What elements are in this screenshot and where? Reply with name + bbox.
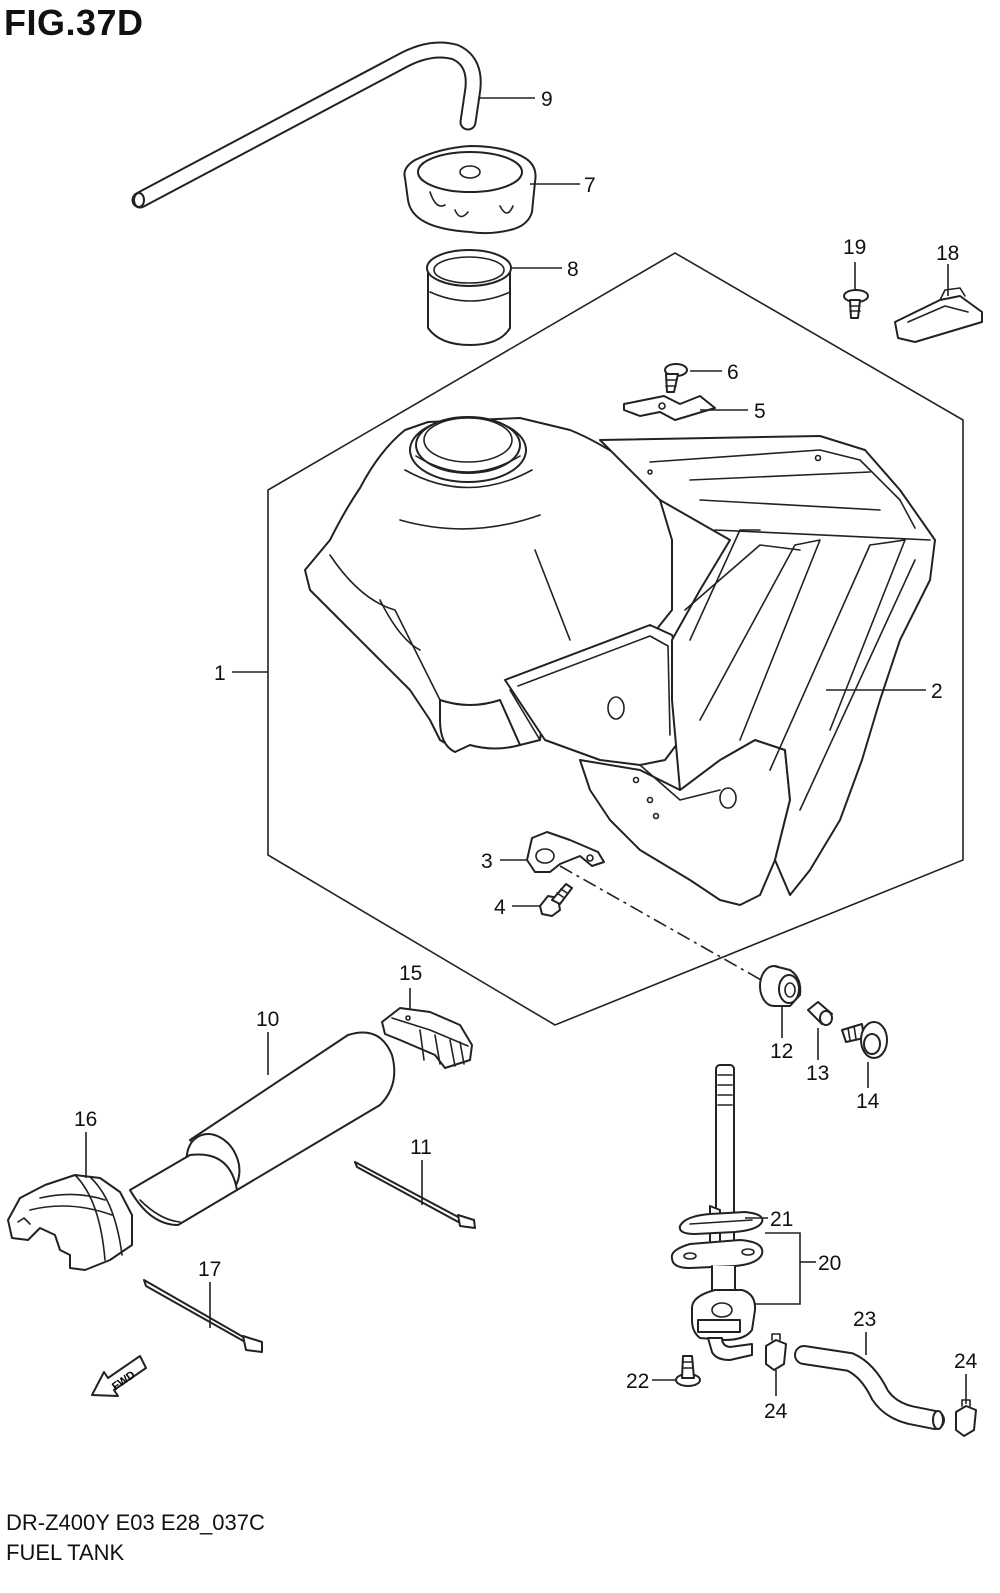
part-22-screw [675, 1355, 701, 1387]
part-20-fuel-cock-body [670, 1239, 764, 1361]
part-17-tie-band [143, 1279, 263, 1353]
part-7-fuel-cap [403, 145, 537, 235]
part-21-gasket [678, 1211, 764, 1235]
callout-6: 6 [727, 361, 739, 384]
figure-title: FIG.37D [4, 2, 144, 43]
assembly-frame [267, 252, 964, 1026]
callout-24-left: 24 [764, 1400, 788, 1423]
callout-24-right: 24 [954, 1350, 978, 1373]
callout-leaders [85, 97, 967, 1404]
callout-23: 23 [853, 1308, 876, 1331]
callout-8: 8 [567, 258, 579, 281]
callout-3: 3 [481, 850, 493, 873]
part-1-fuel-tank [304, 416, 791, 906]
callout-21: 21 [770, 1208, 793, 1231]
callout-15: 15 [399, 962, 422, 985]
callout-19: 19 [843, 236, 866, 259]
part-3-mount-bracket [526, 831, 605, 873]
callout-9: 9 [541, 88, 553, 111]
callout-4: 4 [494, 896, 506, 919]
part-13-collar [807, 1001, 833, 1026]
part-5-bracket [623, 395, 716, 421]
callout-13: 13 [806, 1062, 829, 1085]
part-24-clamp-left [765, 1333, 787, 1371]
callout-14: 14 [856, 1090, 880, 1113]
part-23-fuel-hose [794, 1345, 945, 1430]
callout-18: 18 [936, 242, 959, 265]
callout-5: 5 [754, 400, 766, 423]
model-code: DR-Z400Y E03 E28_037C [6, 1510, 265, 1535]
part-9-breather-hose [131, 41, 482, 209]
callout-1: 1 [214, 662, 226, 685]
callout-7: 7 [584, 174, 596, 197]
part-16-rubber [7, 1174, 133, 1271]
part-19-screw [843, 289, 869, 319]
part-8-filler-seal [426, 249, 512, 346]
part-15-cushion [381, 1007, 473, 1069]
part-18-strap [894, 287, 983, 343]
figure-caption: FUEL TANK [6, 1540, 125, 1565]
callout-10: 10 [256, 1008, 279, 1031]
fwd-direction-arrow: FWD [91, 1355, 147, 1397]
part-6-screw [664, 363, 688, 393]
callout-20: 20 [818, 1252, 841, 1275]
callout-11: 11 [410, 1136, 432, 1159]
part-11-tie-band [354, 1161, 476, 1229]
callout-12: 12 [770, 1040, 793, 1063]
part-14-bolt [841, 1021, 888, 1059]
callout-16: 16 [74, 1108, 97, 1131]
part-12-grommet [759, 965, 802, 1007]
part-10-pad [129, 1031, 396, 1226]
callout-22: 22 [626, 1370, 649, 1393]
callout-17: 17 [198, 1258, 221, 1281]
assembly-axis-line [559, 865, 771, 986]
callout-2: 2 [931, 680, 943, 703]
part-2-tank-shroud [599, 435, 936, 896]
part-4-bolt [539, 883, 573, 917]
part-24-clamp-right [955, 1399, 977, 1437]
